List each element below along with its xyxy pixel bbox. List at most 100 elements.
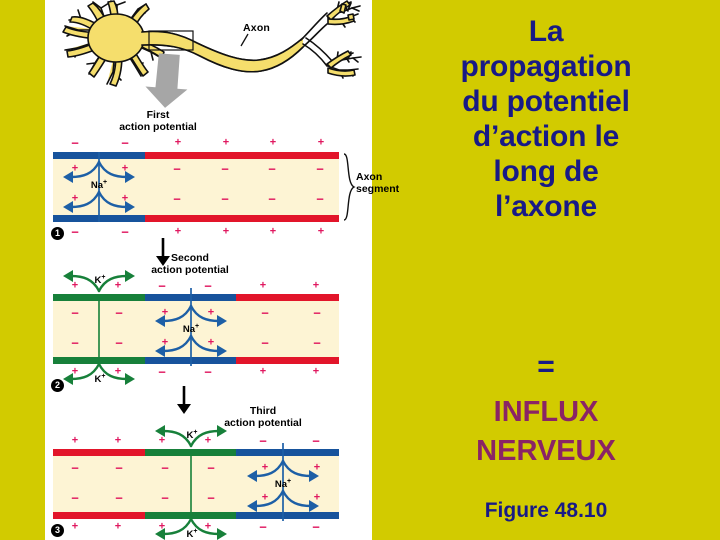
- panel-2: Second action potential + + − − + +: [45, 248, 372, 392]
- charge-outer: −: [121, 224, 129, 240]
- charge-inner: −: [71, 305, 79, 321]
- charge-inner: −: [221, 191, 229, 207]
- axon-leader-line: [240, 33, 249, 47]
- flow-arrow-1: [156, 238, 170, 266]
- neuron-overview-diagram: Axon: [45, 0, 372, 110]
- step-number-1: 1: [51, 227, 64, 240]
- potassium-ion-label-top: K+: [94, 273, 106, 287]
- charge-outer: +: [71, 365, 79, 378]
- charge-inner: −: [71, 490, 79, 506]
- neuron-illustration: [62, 0, 362, 108]
- charge-outer: −: [158, 364, 166, 380]
- charge-inner: +: [207, 336, 215, 349]
- panel-3-title: Third action potential: [224, 405, 302, 430]
- charge-outer: −: [312, 519, 320, 535]
- title-line-3: du potentiel: [462, 85, 630, 119]
- charge-outer: +: [312, 279, 320, 292]
- charge-inner: +: [161, 336, 169, 349]
- charge-outer: +: [222, 136, 230, 149]
- axon-segment-label: Axon segment: [356, 171, 399, 195]
- charge-inner: −: [71, 460, 79, 476]
- charge-inner: +: [313, 491, 321, 504]
- charge-outer: +: [158, 520, 166, 533]
- panel-2-axon-segment: − − + + − − − − + + − − Na+: [53, 270, 339, 385]
- charge-inner: −: [316, 191, 324, 207]
- charge-inner: −: [161, 490, 169, 506]
- charge-outer: −: [259, 433, 267, 449]
- charge-outer: +: [269, 225, 277, 238]
- charge-outer: +: [114, 520, 122, 533]
- charge-outer: +: [204, 520, 212, 533]
- text-column: La propagation du potentiel d’action le …: [372, 0, 720, 540]
- charge-outer: +: [71, 434, 79, 447]
- panel-3-title-line2: action potential: [224, 416, 302, 429]
- axon-zoom-box: [148, 30, 194, 51]
- cytoplasm: [53, 456, 339, 512]
- segment-depolarized: [236, 512, 339, 519]
- charge-inner: −: [207, 460, 215, 476]
- charge-outer: +: [317, 225, 325, 238]
- title-line-2: propagation: [460, 50, 632, 84]
- charge-inner: +: [207, 306, 215, 319]
- zoom-down-arrow: [145, 53, 188, 108]
- charge-outer: +: [158, 434, 166, 447]
- charge-inner: −: [161, 460, 169, 476]
- cytoplasm: [53, 159, 339, 215]
- charge-inner: +: [313, 461, 321, 474]
- charge-inner: +: [261, 461, 269, 474]
- panel-2-title-line1: Second: [171, 252, 209, 264]
- page-title: La propagation du potentiel d’action le …: [372, 14, 720, 225]
- panel-1-title-line1: First: [146, 109, 170, 121]
- segment-resting: [53, 449, 145, 456]
- segment-resting: [236, 357, 339, 364]
- potassium-ion-label-bottom: K+: [94, 372, 106, 386]
- charge-inner: −: [207, 490, 215, 506]
- charge-outer: +: [71, 279, 79, 292]
- segment-resting: [144, 152, 339, 159]
- charge-outer: +: [71, 520, 79, 533]
- charge-outer: −: [158, 278, 166, 294]
- charge-inner: +: [121, 162, 129, 175]
- charge-outer: +: [269, 136, 277, 149]
- charge-inner: −: [261, 335, 269, 351]
- flow-arrow-2: [177, 386, 191, 414]
- axon-segment-label-line1: Axon: [356, 171, 383, 183]
- axon-label: Axon: [243, 22, 271, 34]
- charge-outer: −: [312, 433, 320, 449]
- charge-outer: +: [174, 225, 182, 238]
- charge-outer: +: [174, 136, 182, 149]
- charge-inner: −: [268, 161, 276, 177]
- axon-segment-label-line2: segment: [356, 183, 400, 196]
- charge-outer: −: [71, 224, 79, 240]
- charge-inner: −: [268, 191, 276, 207]
- charge-inner: +: [71, 192, 79, 205]
- potassium-ion-label-bottom: K+: [186, 527, 198, 540]
- charge-inner: −: [115, 305, 123, 321]
- charge-inner: −: [313, 335, 321, 351]
- charge-inner: +: [71, 162, 79, 175]
- title-line-1: La: [528, 15, 564, 48]
- charge-inner: +: [121, 192, 129, 205]
- charge-inner: +: [161, 306, 169, 319]
- sodium-ion-label: Na+: [90, 178, 108, 192]
- charge-outer: −: [121, 135, 129, 151]
- sodium-ion-label: Na+: [274, 477, 292, 491]
- charge-inner: −: [316, 161, 324, 177]
- charge-inner: −: [261, 305, 269, 321]
- charge-inner: −: [71, 335, 79, 351]
- charge-outer: −: [204, 278, 212, 294]
- axon-segment-brace: [343, 153, 356, 221]
- title-line-6: l’axone: [495, 190, 597, 224]
- cytoplasm: [53, 301, 339, 357]
- segment-resting: [53, 512, 145, 519]
- panel-3-axon-segment: − − − − + + − − − − + + Na+: [53, 425, 339, 540]
- charge-inner: +: [261, 491, 269, 504]
- step-number-2: 2: [51, 379, 64, 392]
- charge-inner: −: [115, 335, 123, 351]
- sodium-ion-label: Na+: [182, 322, 200, 336]
- charge-outer: +: [204, 434, 212, 447]
- figure-panel: Axon First action potential − − + + + +: [45, 0, 399, 540]
- panel-1: First action potential − − + + + +: [45, 108, 399, 246]
- segment-resting: [236, 294, 339, 301]
